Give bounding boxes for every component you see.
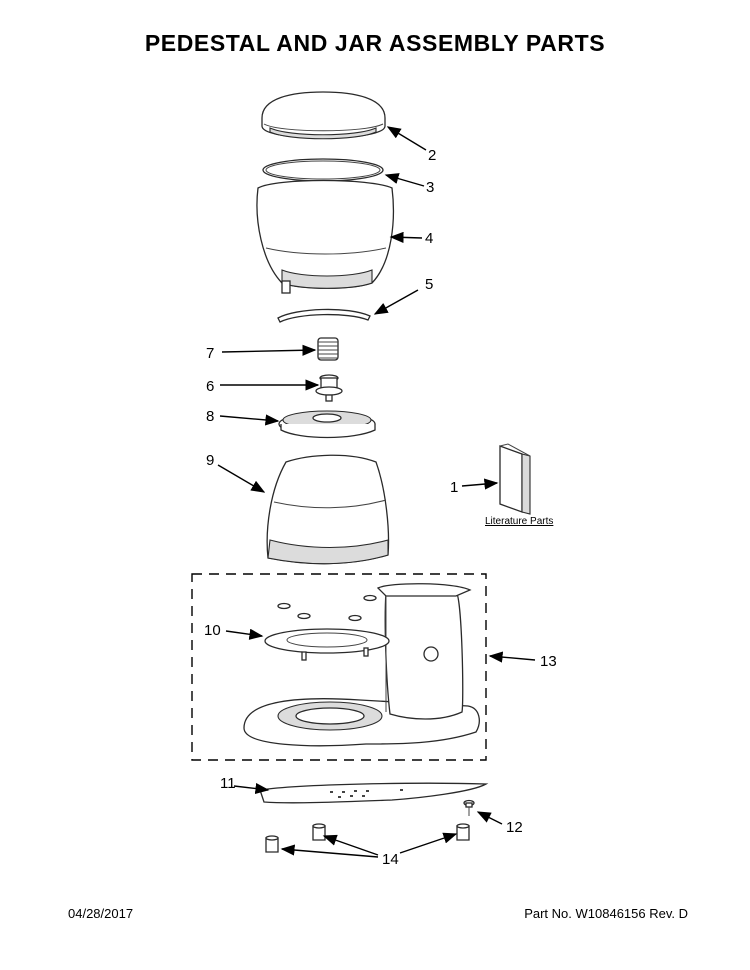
leader-lines <box>217 126 536 858</box>
part-3-gasket <box>262 158 384 182</box>
callout-4: 4 <box>425 230 433 247</box>
part-7-spring <box>317 337 339 361</box>
part-8-plate <box>278 410 376 439</box>
callout-5: 5 <box>425 276 433 293</box>
page-title: PEDESTAL AND JAR ASSEMBLY PARTS <box>144 30 606 56</box>
callout-14: 14 <box>382 851 399 868</box>
part-9-shroud <box>266 454 390 565</box>
callout-13: 13 <box>540 653 557 670</box>
callout-7: 7 <box>206 345 214 362</box>
callout-1: 1 <box>450 479 458 496</box>
callout-2: 2 <box>428 147 436 164</box>
callout-8: 8 <box>206 408 214 425</box>
callout-12: 12 <box>506 819 523 836</box>
callout-10: 10 <box>204 622 221 639</box>
callout-3: 3 <box>426 179 434 196</box>
part-13-assembly-box <box>191 573 487 761</box>
part-2-lid <box>261 91 386 140</box>
part-5-clip <box>277 308 371 323</box>
part-13-pedestal-base <box>243 583 480 747</box>
part-10-mounting-plate <box>264 594 390 661</box>
footer-date: 04/28/2017 <box>68 906 134 921</box>
callout-6: 6 <box>206 378 214 395</box>
callout-9: 9 <box>206 452 214 469</box>
literature-label: Literature Parts <box>485 516 553 527</box>
part-6-coupling <box>315 374 343 402</box>
part-11-bottom-cover <box>259 782 489 804</box>
callout-11: 11 <box>220 775 236 792</box>
part-4-jar <box>256 179 394 294</box>
footer-part-number: Part No. W10846156 Rev. D <box>524 906 688 921</box>
part-14-feet <box>265 823 470 853</box>
part-12-screw <box>463 799 475 816</box>
part-1-literature <box>499 443 531 515</box>
